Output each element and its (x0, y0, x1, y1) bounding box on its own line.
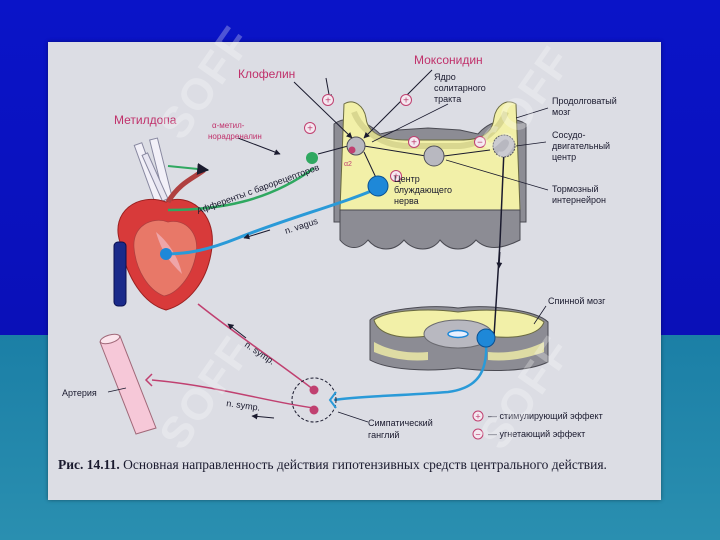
artery-label: Артерия (62, 388, 97, 398)
vasomotor-leader (515, 141, 547, 147)
svg-text:−: − (477, 138, 483, 149)
moxonidine-arrow (363, 69, 433, 139)
methyl-noradrenaline-label-1: α-метил- (212, 121, 245, 130)
vagus-heart-terminal (160, 248, 172, 260)
methyl-noradrenaline-label-2: норадреналин (208, 132, 262, 141)
legend-stimulating: — стимулирующий эффект (488, 411, 603, 421)
medulla-label-2: мозг (552, 107, 571, 117)
medulla-label-1: Продолговатый (552, 96, 617, 106)
inhibitory-leader (445, 159, 549, 191)
ganglion-neuron-2 (309, 405, 319, 415)
vagus-arrow (243, 229, 271, 240)
inhibitory-interneuron (423, 145, 445, 167)
plus-sign: + (322, 94, 334, 107)
vagus-center-label-2: блуждающего (394, 185, 452, 195)
spinal-cord-label: Спинной мозг (548, 296, 606, 306)
svg-text:+: + (393, 172, 399, 183)
spinal-neuron (476, 328, 496, 348)
svg-text:+: + (403, 96, 409, 107)
plus-sign: + (304, 122, 316, 135)
solitary-tract-label-2: солитарного (434, 83, 486, 93)
legend: + — стимулирующий эффект − — угнетающий … (472, 410, 603, 440)
svg-text:−: − (475, 430, 480, 440)
svg-text:+: + (325, 96, 331, 107)
descending-arrow (496, 251, 503, 269)
spinal-output-pathway (333, 339, 488, 402)
vagus-center-label-1: Центр (394, 174, 420, 184)
moxonidine-label: Моксонидин (414, 53, 483, 67)
medulla-leader (515, 107, 549, 119)
svg-text:+: + (307, 124, 313, 135)
plus-sign: + (400, 94, 412, 107)
minus-sign: − (474, 136, 486, 149)
inhibitory-label-1: Тормозный (552, 184, 599, 194)
symp-heart-arrow (227, 323, 247, 339)
baroreceptor-label: Афференты с барорецепторов (195, 162, 321, 216)
heart-illustration (113, 137, 213, 311)
artery-illustration (99, 333, 157, 435)
descending-pathway (493, 149, 505, 337)
spinal-cord-section (369, 306, 549, 371)
methyl-noradrenaline-arrow (237, 137, 281, 155)
figure-caption: Рис. 14.11. Основная направленность дейс… (58, 456, 658, 473)
vagus-center-neuron (367, 175, 389, 197)
vasomotor-label-2: двигательный (552, 141, 610, 151)
ganglion-neuron-1 (309, 385, 319, 395)
vagus-center-label-3: нерва (394, 196, 419, 206)
alpha2-label: α2 (344, 161, 352, 168)
sympathetic-heart-pathway (197, 303, 315, 391)
vasomotor-label-3: центр (552, 152, 576, 162)
svg-text:+: + (475, 412, 480, 422)
ganglion-leader (337, 411, 369, 423)
figure-caption-text: Основная направленность действия гипотен… (123, 457, 607, 472)
ganglion-label-1: Симпатический (368, 418, 433, 428)
spinal-leader (533, 305, 547, 325)
afferent-terminal (306, 152, 318, 164)
legend-minus-sign (472, 428, 484, 440)
symp-artery-label: n. symp. (226, 398, 261, 413)
svg-text:+: + (411, 138, 417, 149)
vagus-pathway (165, 186, 379, 256)
alpha2-receptor (348, 146, 356, 154)
effect-signs: + + + + − + (304, 94, 486, 183)
legend-plus-sign (472, 410, 484, 422)
inhibitory-label-2: интернейрон (552, 195, 606, 205)
legend-inhibiting: — угнетающий эффект (488, 429, 585, 439)
solitary-tract-label-3: тракта (434, 94, 461, 104)
clonidine-label: Клофелин (238, 67, 295, 81)
plus-sign: + (390, 170, 402, 183)
sympathetic-ganglion (291, 377, 337, 423)
figure-number: Рис. 14.11. (58, 457, 120, 472)
inhibitory-to-vasomotor (443, 149, 491, 157)
artery-leader (107, 387, 127, 393)
clonidine-arrow (293, 81, 353, 139)
sympathetic-artery-pathway (151, 379, 315, 409)
ganglion-label-2: ганглий (368, 430, 399, 440)
solitary-to-inhibitory (363, 145, 427, 157)
solitary-leader (371, 103, 449, 143)
slide-panel: + + + + − + Метилдопа Клофелин Моксониди… (48, 42, 661, 500)
symp-artery-arrow (251, 413, 275, 420)
solitary-tract-label-1: Ядро (434, 72, 456, 82)
vasomotor-neuron (492, 134, 516, 158)
vasomotor-label-1: Сосудо- (552, 130, 585, 140)
mechanism-diagram: + + + + − + Метилдопа Клофелин Моксониди… (62, 53, 617, 440)
methyldopa-arrow (167, 162, 210, 175)
plus-sign: + (408, 136, 420, 149)
afferent-pathway (167, 166, 315, 212)
methyldopa-label: Метилдопа (114, 113, 177, 127)
